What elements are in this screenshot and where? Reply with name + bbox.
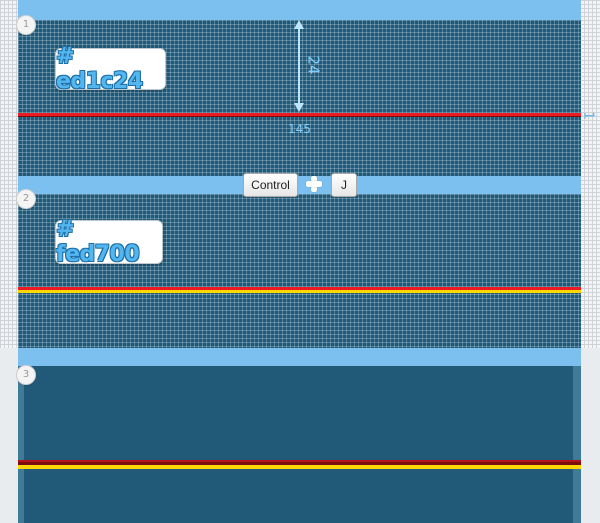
j-key: J (331, 173, 357, 197)
top-strip (18, 176, 581, 194)
left-edge (18, 366, 24, 523)
color-label-text: # fed700 (56, 217, 140, 267)
dark-red-line (18, 460, 581, 465)
height-dimension-label: 24 (304, 55, 323, 75)
red-line (18, 287, 581, 290)
step-badge-1: 1 (16, 15, 36, 35)
control-key: Control (243, 173, 298, 197)
color-label-red: # ed1c24 (55, 44, 166, 94)
top-strip (18, 0, 581, 20)
color-label-text: # ed1c24 (56, 44, 143, 94)
top-strip (18, 348, 581, 366)
right-edge (573, 366, 581, 523)
grid-area (18, 194, 581, 348)
step-2-panel: # fed700 (18, 176, 581, 348)
solid-area (18, 366, 581, 523)
plus-icon (305, 175, 323, 193)
step-1-panel: # ed1c24 24 145 (18, 0, 581, 176)
step-badge-2: 2 (16, 189, 36, 209)
step-3-panel (18, 348, 581, 523)
red-line (18, 460, 581, 462)
yellow-line (18, 465, 581, 469)
step-badge-3: 3 (16, 365, 36, 385)
red-line (18, 113, 581, 116)
width-dimension-label: 145 (288, 122, 311, 136)
yellow-line (18, 290, 581, 293)
double-arrow-icon (294, 20, 304, 112)
color-label-yellow: # fed700 (55, 217, 163, 267)
side-dimension-label: 1 (580, 111, 596, 120)
